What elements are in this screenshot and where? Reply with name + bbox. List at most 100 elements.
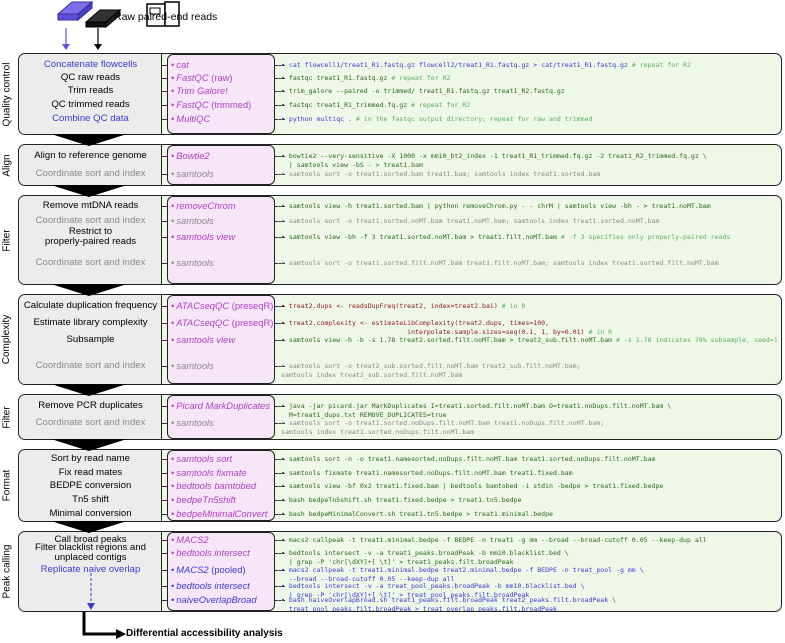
tool-name: bedpeMinimalConvert xyxy=(176,508,268,519)
bullet-icon: • xyxy=(171,547,175,558)
steps-column xyxy=(19,395,162,439)
code-command: • samtools sort -o treat1.sorted.noDups.… xyxy=(281,419,779,436)
code-command: • treat2.dups <- readsDupFreq(treat2, in… xyxy=(281,302,779,311)
bullet-icon: • xyxy=(281,419,289,427)
row-connector xyxy=(162,174,167,175)
bullet-icon: • xyxy=(281,259,289,267)
tool-name: bedtools bamtobed xyxy=(176,480,257,491)
row-connector xyxy=(275,156,285,157)
tool-label: •bedtools intersect xyxy=(171,547,275,559)
row-connector xyxy=(162,500,167,501)
section-label: Align xyxy=(0,144,14,186)
section-panel: Align to reference genome•Bowtie2• bowti… xyxy=(18,144,782,186)
code-command: • samtools view -bf 0x2 treat1.fixed.bam… xyxy=(281,482,779,491)
row-connector xyxy=(275,263,285,264)
steps-column xyxy=(19,532,162,611)
row-connector xyxy=(162,323,167,324)
code-command: • bash bedpeTn5shift.sh treat1.fixed.bed… xyxy=(281,496,779,505)
bullet-icon: • xyxy=(171,300,175,311)
tool-label: •MultiQC xyxy=(171,113,275,125)
code-command: • samtools sort -o treat1.sorted.filt.no… xyxy=(281,259,779,268)
tool-label: •ATACseqQC (preseqR) xyxy=(171,317,275,329)
row-connector xyxy=(275,486,285,487)
tools-column xyxy=(167,295,275,384)
row-connector xyxy=(162,459,167,460)
tools-column xyxy=(167,196,275,284)
tool-label: •bedpeTn5shift xyxy=(171,494,275,506)
row-connector xyxy=(275,473,285,474)
tool-name: FastQC xyxy=(176,72,209,83)
row-connector xyxy=(162,340,167,341)
code-command: • samtools fixmate treat1.namesorted.noD… xyxy=(281,469,779,478)
tool-name: samtools xyxy=(176,257,214,268)
row-connector xyxy=(162,600,167,601)
tool-name: Trim Galore! xyxy=(176,85,228,96)
bullet-icon: • xyxy=(281,217,289,225)
tool-label: •samtools view xyxy=(171,334,275,346)
step-label: QC trimmed reads xyxy=(51,99,130,110)
code-text: samtools sort -o treat2_sub.sorted.filt.… xyxy=(281,362,581,379)
code-text: samtools sort -o treat1.sorted.noMT.bam … xyxy=(288,217,660,225)
code-command: • trim_galore --paired -o trimmed/ treat… xyxy=(281,87,779,96)
sequencer-icon xyxy=(146,1,180,27)
flow-arrow-icon xyxy=(51,439,127,451)
purple-flowcell-icon xyxy=(56,0,94,22)
row-connector xyxy=(275,570,285,571)
input-arrows xyxy=(62,28,102,50)
code-text: samtools sort -n -o treat1.namesorted.no… xyxy=(288,455,656,463)
bullet-icon: • xyxy=(171,168,175,179)
bullet-icon: • xyxy=(281,510,289,518)
step-label: Estimate library complexity xyxy=(33,317,148,328)
output-arrow xyxy=(82,612,126,639)
code-text: bowtie2 --very-sensitive -X 1000 -x mm10… xyxy=(288,152,707,169)
step-label: Trim reads xyxy=(67,85,114,96)
bullet-icon: • xyxy=(171,400,175,411)
tool-name: bedpeTn5shift xyxy=(176,494,236,505)
row-connector xyxy=(162,366,167,367)
row-connector xyxy=(162,91,167,92)
row-connector xyxy=(275,459,285,460)
bullet-icon: • xyxy=(171,494,175,505)
row-connector xyxy=(275,237,285,238)
bullet-icon: • xyxy=(281,170,289,178)
tool-label: •FastQC (raw) xyxy=(171,72,275,84)
step-label: Restrict to properly-paired reads xyxy=(44,225,137,248)
code-text: samtools view -bh -f 3 treat1.sorted.noM… xyxy=(288,233,557,241)
row-connector xyxy=(275,221,285,222)
bullet-icon: • xyxy=(171,257,175,268)
code-text: bedtools intersect -v -a treat1_peaks.br… xyxy=(288,549,569,566)
step-label: Filter blacklist regions and unplaced co… xyxy=(35,541,146,564)
code-comment: # -s 1.78 indicates 78% subsample, seed=… xyxy=(612,336,778,344)
code-text: bash bedpeTn5shift.sh treat1.fixed.bedpe… xyxy=(288,496,522,504)
code-text: macs2 callpeak -t treat1.minimal.bedpe t… xyxy=(288,566,644,583)
step-label: Minimal conversion xyxy=(49,508,132,519)
step-label: Call broad peaks xyxy=(54,534,127,545)
row-connector xyxy=(162,540,167,541)
tool-name: naiveOverlapBroad xyxy=(176,594,257,605)
code-comment: # repeat for R2 xyxy=(407,101,471,109)
bullet-icon: • xyxy=(281,101,289,109)
tool-label: •samtools fixmate xyxy=(171,467,275,479)
flow-arrow-icon xyxy=(51,284,127,296)
code-text: cat flowcell1/treat1_R1.fastq.gz flowcel… xyxy=(288,61,628,69)
tools-column xyxy=(167,395,275,439)
section-panel: Remove mtDNA reads•removeChrom• samtools… xyxy=(18,195,782,285)
section-label-text: Filter xyxy=(1,405,13,429)
bullet-icon: • xyxy=(281,87,289,95)
row-connector xyxy=(162,65,167,66)
steps-column xyxy=(19,450,162,521)
bullet-icon: • xyxy=(281,566,289,574)
bullet-icon: • xyxy=(281,455,289,463)
code-command: • bedtools intersect -v -a treat_pool_pe… xyxy=(281,582,779,599)
section-label-text: Format xyxy=(1,469,13,502)
code-text: java -jar picard.jar MarkDuplicates I=tr… xyxy=(288,402,672,419)
code-comment: # repeat for R2 xyxy=(387,74,451,82)
tool-name: MultiQC xyxy=(176,113,211,124)
tool-name: MACS2 xyxy=(176,534,209,545)
step-label: Coordinate sort and index xyxy=(35,417,146,428)
tools-column xyxy=(167,532,275,611)
black-flowcell-icon xyxy=(84,8,122,29)
section-panel: Call broad peaks•MACS2• macs2 callpeak -… xyxy=(18,531,782,612)
bullet-icon: • xyxy=(171,594,175,605)
tool-name: bedtools intersect xyxy=(176,580,250,591)
